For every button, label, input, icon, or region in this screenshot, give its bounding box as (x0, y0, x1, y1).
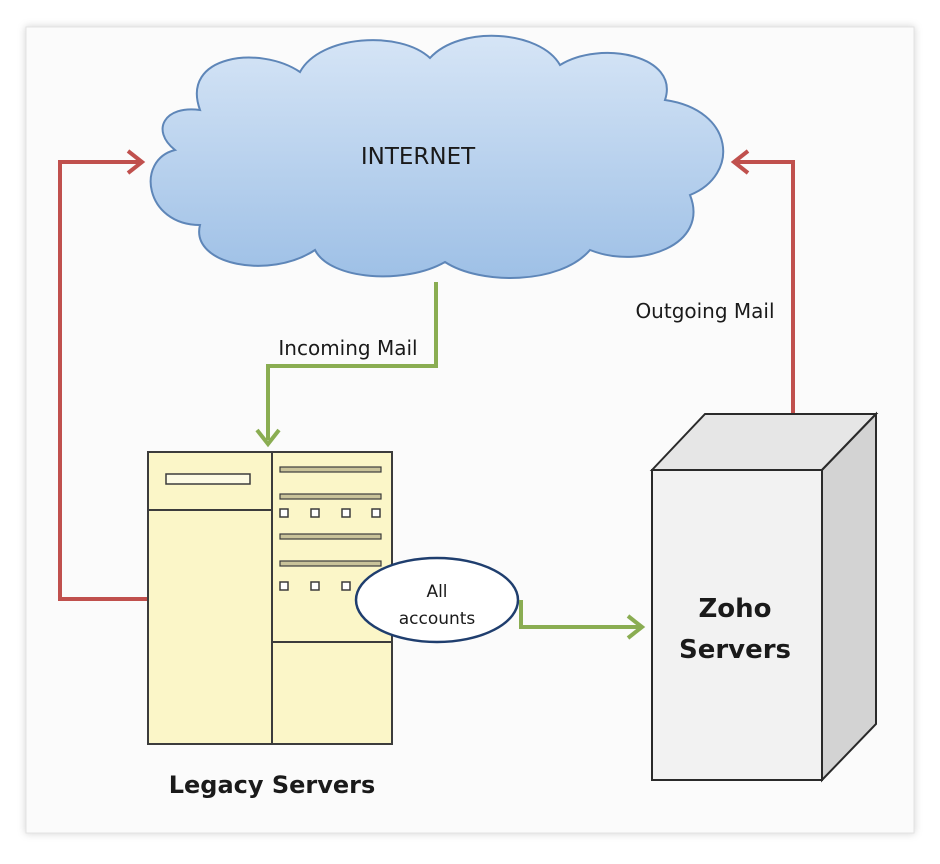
legacy-outgoing-arrow (58, 149, 148, 601)
zoho-label-line2: Servers (679, 635, 791, 665)
internet-cloud: INTERNET (149, 34, 725, 279)
migration-arrow (519, 600, 646, 640)
internet-label: INTERNET (361, 144, 476, 170)
legacy-servers-label: Legacy Servers (169, 771, 376, 799)
all-accounts-bubble: All accounts (354, 556, 520, 644)
incoming-mail-arrow (255, 282, 438, 448)
zoho-outgoing-arrow (730, 149, 795, 414)
legacy-servers: Legacy Servers (147, 451, 393, 799)
zoho-servers: Zoho Servers (649, 411, 879, 783)
all-accounts-line1: All (426, 582, 447, 602)
drive-bay (165, 473, 251, 485)
zoho-label-line1: Zoho (698, 594, 771, 624)
outgoing-mail-label: Outgoing Mail (635, 299, 774, 323)
incoming-mail-label: Incoming Mail (278, 336, 417, 360)
all-accounts-line2: accounts (399, 609, 476, 629)
